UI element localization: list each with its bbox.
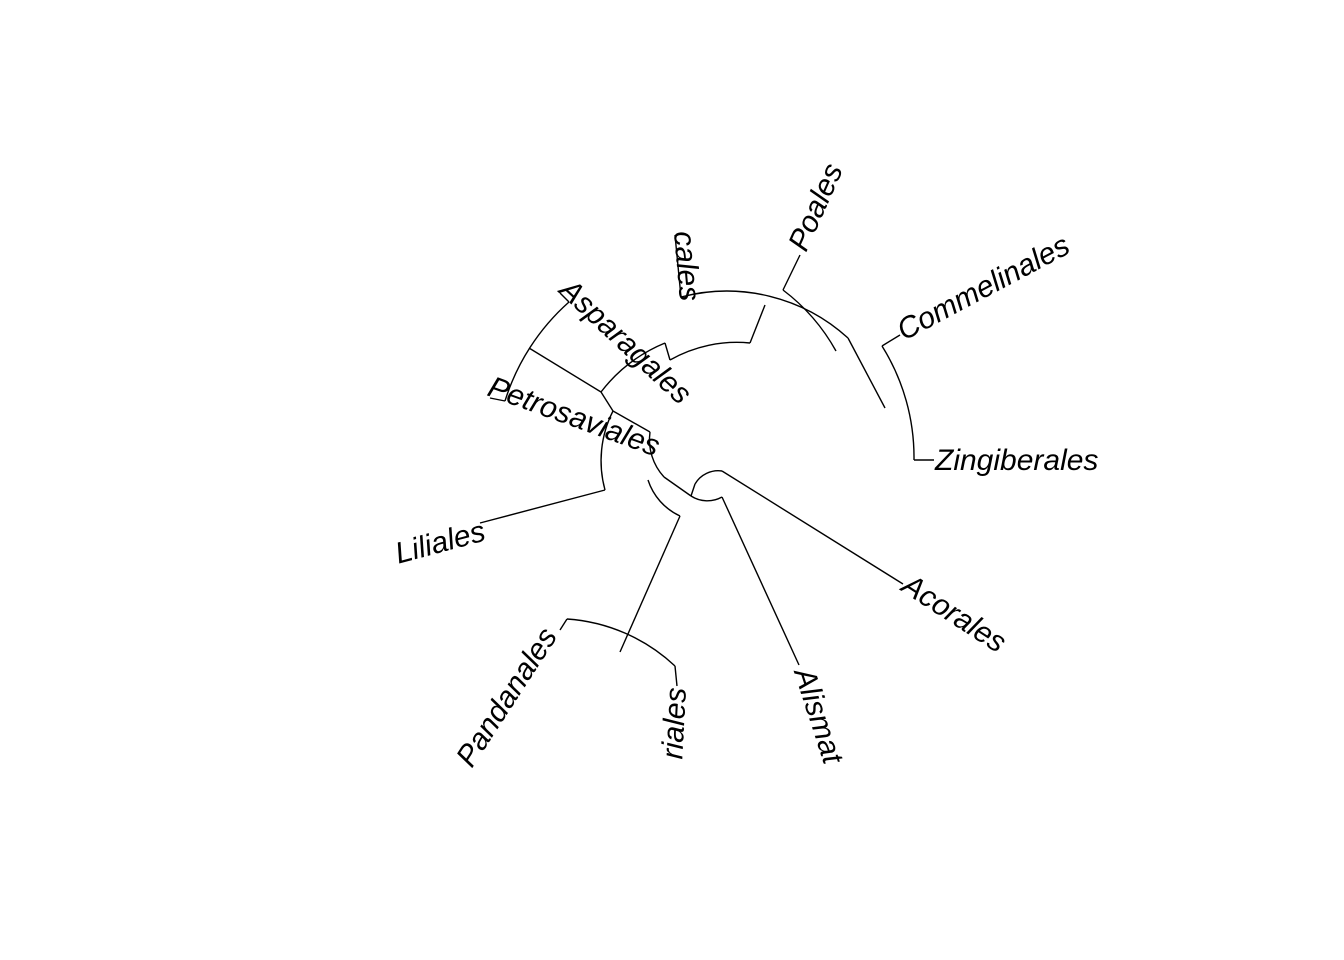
branch-comm-zing-stem <box>847 337 886 409</box>
branch-dioscoreales <box>674 665 678 687</box>
branch-arecales <box>674 234 682 298</box>
tip-label-dioscoreales: riales <box>656 687 693 760</box>
branch-pand-dios-stem <box>619 515 681 653</box>
arc-pand-dios-stem-arc <box>647 479 681 517</box>
tip-label-commelinales: Commelinales <box>892 229 1075 347</box>
arc-root <box>694 470 723 485</box>
arc-comm-zing <box>881 345 915 461</box>
branch-asp-petro-stem <box>528 347 602 393</box>
branch-alismatales <box>721 496 800 666</box>
arc-commelinid-node <box>669 341 751 361</box>
arc-asp-petro <box>504 301 570 402</box>
arc-upper-node <box>600 342 666 393</box>
arc-poales-node <box>782 289 837 352</box>
branch-rest-stem <box>690 483 696 497</box>
tip-label-poales: Poales <box>782 159 849 256</box>
branch-liliales <box>479 489 606 524</box>
branch-commelinid-stem-2 <box>749 304 766 344</box>
tip-labels: Asparagales cales Poales Commelinales Zi… <box>392 159 1099 773</box>
arc-liliales-node <box>600 410 614 491</box>
branch-core-monocots-stem <box>663 476 692 497</box>
tip-label-acorales: Acorales <box>895 567 1013 659</box>
arc-arecales-node <box>680 290 849 339</box>
tip-label-pandanales: Pandanales <box>450 622 564 773</box>
arc-core-node <box>648 431 665 478</box>
tip-label-petrosaviales: Petrosaviales <box>484 371 665 464</box>
arc-pand-dios <box>566 618 676 667</box>
tip-label-arecales: cales <box>667 230 706 303</box>
branch-pandanales <box>559 618 568 631</box>
branch-commelinales <box>881 334 901 347</box>
tip-label-zingiberales: Zingiberales <box>934 444 1098 477</box>
branch-lil-stem <box>612 410 651 433</box>
branch-asparagales <box>559 292 570 303</box>
arc-alismatales-node <box>690 495 723 502</box>
tree-branches <box>479 234 934 687</box>
branch-acorales-stem <box>721 470 904 585</box>
branch-petrosaviales <box>489 397 506 402</box>
branch-asp-stem <box>600 391 614 412</box>
tip-label-alismatales: Alismat <box>787 662 850 769</box>
branch-poales <box>782 254 801 291</box>
branch-commelinid-stem <box>664 342 671 361</box>
tip-label-liliales: Liliales <box>392 515 489 571</box>
